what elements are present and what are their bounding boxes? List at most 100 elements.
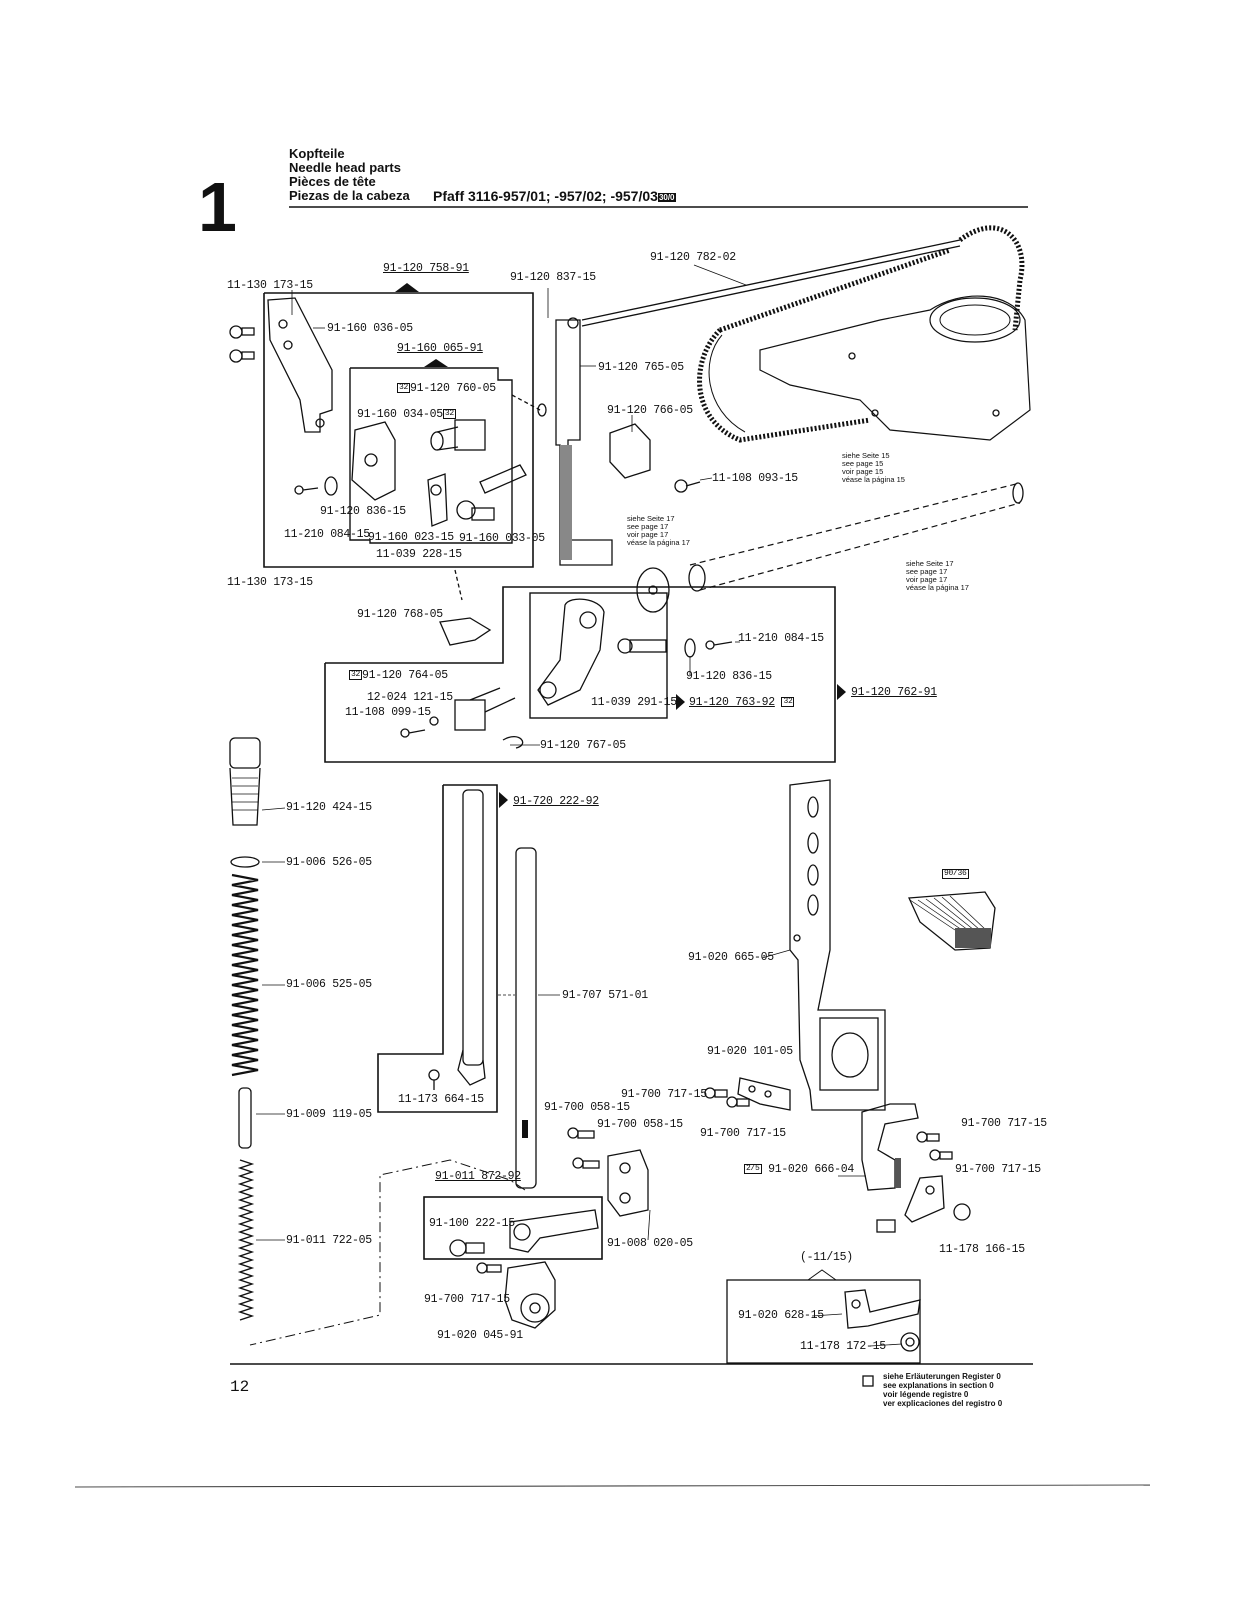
section-number: 1 — [198, 168, 237, 246]
group-box-763 — [529, 592, 668, 719]
group-box-065 — [349, 367, 513, 544]
page-number: 12 — [230, 1378, 250, 1396]
part-label: 11-130 173-15 — [227, 576, 313, 589]
note-line: véase la página 17 — [627, 538, 690, 547]
part-label: 91-700 058-15 — [597, 1118, 683, 1131]
note-line: voir page 17 — [627, 530, 669, 539]
part-label: 91-160 036-05 — [327, 322, 413, 335]
part-label: 11-130 173-15 — [227, 279, 313, 292]
part-label: 91-120 836-15 — [686, 670, 772, 683]
belt — [697, 225, 1025, 443]
note-line: voir page 17 — [906, 575, 948, 584]
part-label: 91-120 837-15 — [510, 271, 596, 284]
legend-line: ver explicaciones del registro 0 — [883, 1399, 1003, 1408]
part-label: 91-020 665-05 — [688, 951, 774, 964]
part-label: 11-210 084-15 — [738, 632, 824, 645]
part-label: 91-006 526-05 — [286, 856, 372, 869]
part-text: 91-120 763-92 — [689, 696, 775, 709]
badge-32: 32 — [781, 696, 795, 707]
part-label: (-11/15) — [800, 1251, 853, 1264]
part-label: 91-120 762-91 — [851, 686, 937, 699]
part-label: 91-020 628-15 — [738, 1309, 824, 1322]
note-line: see page 15 — [842, 459, 884, 468]
group-box-11-15 — [726, 1279, 921, 1364]
part-label: 91-700 058-15 — [544, 1101, 630, 1114]
title-es: Piezas de la cabeza — [289, 188, 410, 203]
part-label: 11-178 166-15 — [939, 1243, 1025, 1256]
legend-line: voir légende registre 0 — [883, 1390, 969, 1399]
part-label: 91-160 033-05 — [459, 532, 545, 545]
part-label: 91-700 717-15 — [621, 1088, 707, 1101]
see-page-17-note: siehe Seite 17 see page 17 voir page 17 … — [627, 515, 690, 547]
part-label: 91-160 065-91 — [397, 342, 483, 355]
group-box-758 — [263, 292, 534, 568]
part-label: 91-120 782-02 — [650, 251, 736, 264]
part-label: 11-039 228-15 — [376, 548, 462, 561]
part-label: 91-120 758-91 — [383, 262, 469, 275]
group-box-762 — [324, 586, 836, 763]
see-page-17-note: siehe Seite 17 see page 17 voir page 17 … — [906, 560, 969, 592]
part-label: 91-720 222-92 — [513, 795, 599, 808]
note-line: véase la página 17 — [906, 583, 969, 592]
part-label: 12-024 121-15 — [367, 691, 453, 704]
note-line: see page 17 — [627, 522, 669, 531]
note-line: siehe Seite 17 — [627, 514, 675, 523]
part-label: 91-707 571-01 — [562, 989, 648, 1002]
group-box-872 — [423, 1196, 603, 1260]
part-label: 11-210 084-15 — [284, 528, 370, 541]
part-label: 91-009 119-05 — [286, 1108, 372, 1121]
part-label: 91-006 525-05 — [286, 978, 372, 991]
legend-line: siehe Erläuterungen Register 0 — [883, 1372, 1001, 1381]
part-label: 91-020 045-91 — [437, 1329, 523, 1342]
title-fr: Pièces de tête — [289, 174, 376, 189]
part-label: 91-700 717-15 — [700, 1127, 786, 1140]
badge-32: 32 — [442, 408, 456, 419]
model-text: Pfaff 3116-957/01; -957/02; -957/03 — [433, 188, 658, 204]
part-text: 91-020 666-04 — [768, 1163, 854, 1176]
note-line: voir page 15 — [842, 467, 884, 476]
presser-bar-665 — [789, 779, 886, 1111]
note-line: véase la página 15 — [842, 475, 905, 484]
part-label: 91-120 765-05 — [598, 361, 684, 374]
part-label: 11-039 291-15 — [591, 696, 677, 709]
part-label: 91-700 717-15 — [424, 1293, 510, 1306]
part-label: 91-120 836-15 — [320, 505, 406, 518]
part-label: 91-011 722-05 — [286, 1234, 372, 1247]
legend-line: see explanations in section 0 — [883, 1381, 994, 1390]
part-label: 91-700 717-15 — [961, 1117, 1047, 1130]
note-line: see page 17 — [906, 567, 948, 576]
part-text: 91-160 034-05 — [357, 408, 443, 421]
part-label: 11-108 099-15 — [345, 706, 431, 719]
group-box-722 — [377, 784, 498, 1113]
part-label: 91-120 763-92 32 — [689, 696, 795, 709]
model-badge: 30/0 — [657, 192, 676, 202]
part-label: 91-020 101-05 — [707, 1045, 793, 1058]
part-label: 91-120 767-05 — [540, 739, 626, 752]
part-label: 11-108 093-15 — [712, 472, 798, 485]
badge-32: 32 — [349, 669, 363, 680]
part-label: 91-008 020-05 — [607, 1237, 693, 1250]
part-label: 91-120 424-15 — [286, 801, 372, 814]
badge-2-5: 2/5 — [744, 1163, 762, 1174]
title-de: Kopfteile — [289, 146, 345, 161]
badge-90-36: 90/36 — [942, 868, 969, 881]
badge-text: 90/36 — [942, 868, 969, 879]
legend-note: siehe Erläuterungen Register 0 see expla… — [883, 1372, 1002, 1408]
part-label: 91-100 222-15 — [429, 1217, 515, 1230]
badge-32: 32 — [397, 382, 411, 393]
belt-guard — [759, 295, 1031, 441]
part-label: 91-120 766-05 — [607, 404, 693, 417]
part-label: 91-160 023-15 — [368, 531, 454, 544]
part-label: 11-178 172-15 — [800, 1340, 886, 1353]
part-text: 91-120 760-05 — [410, 382, 496, 395]
part-label: 2/5 91-020 666-04 — [744, 1163, 854, 1176]
note-line: siehe Seite 17 — [906, 559, 954, 568]
note-line: siehe Seite 15 — [842, 451, 890, 460]
part-label: 91-120 768-05 — [357, 608, 443, 621]
plate-036 — [267, 297, 333, 433]
part-label: 11-173 664-15 — [398, 1093, 484, 1106]
